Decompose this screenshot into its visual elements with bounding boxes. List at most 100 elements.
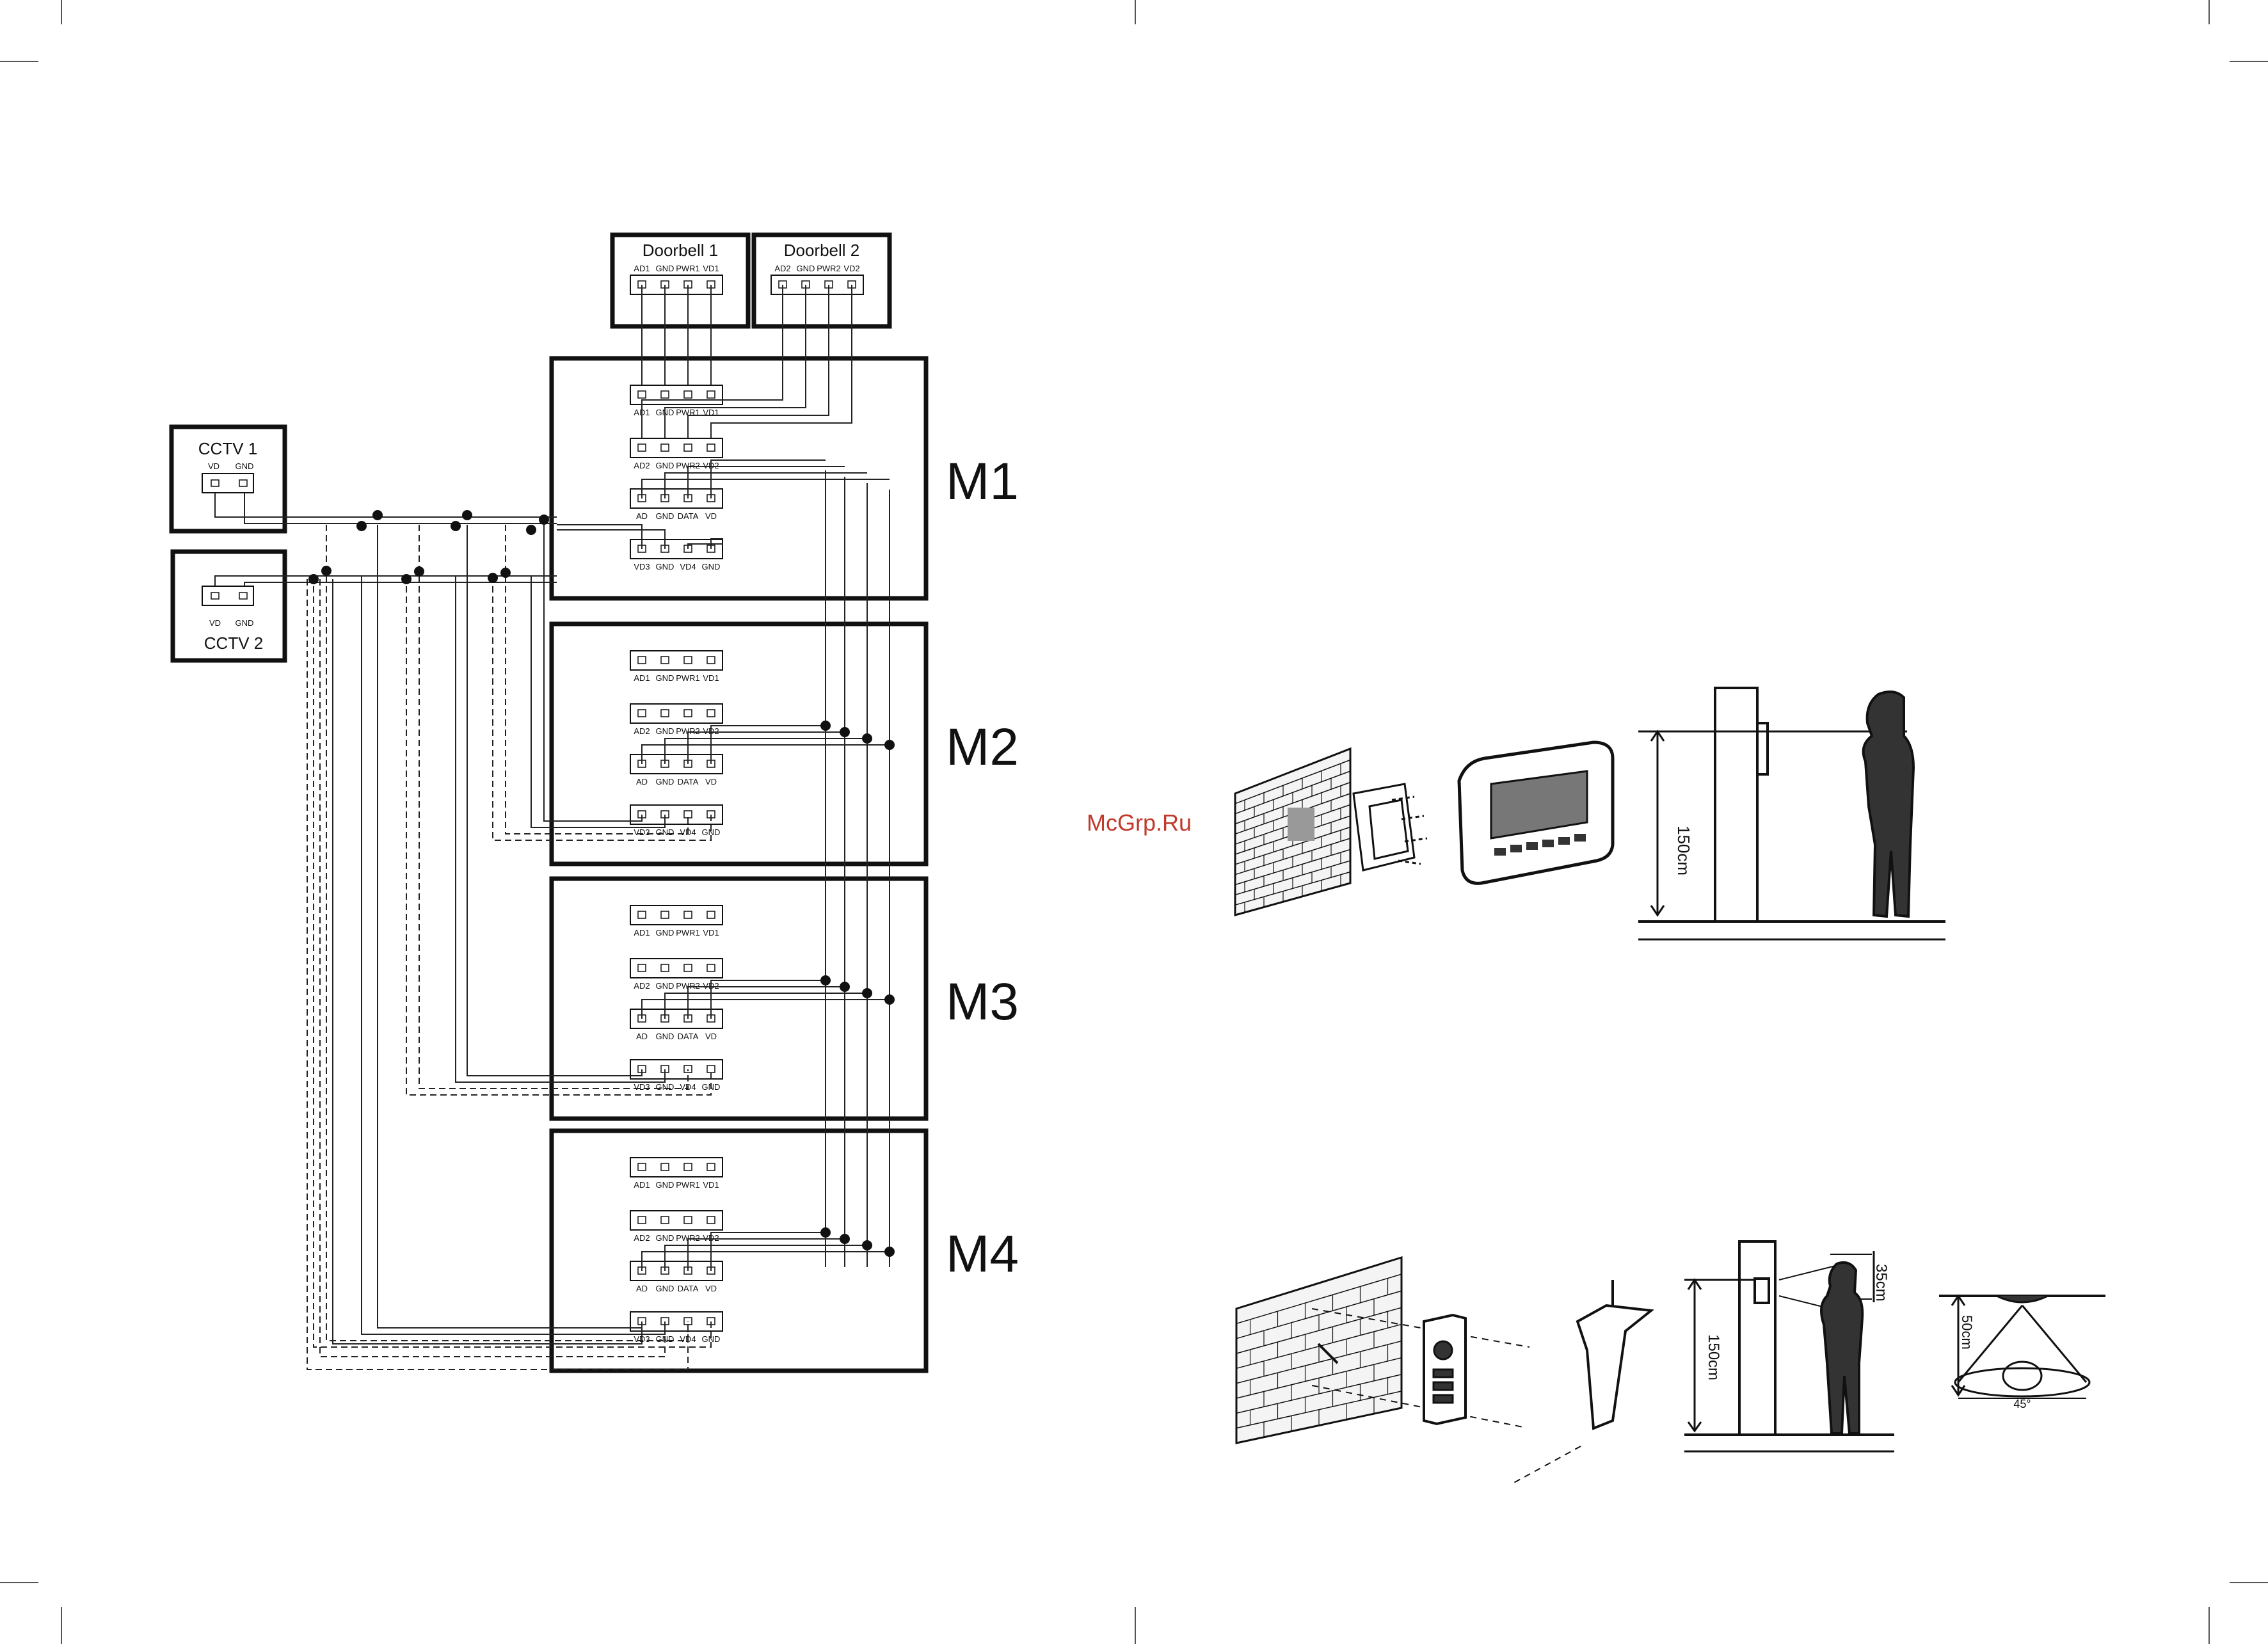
pin-label: AD (636, 1284, 648, 1293)
pin-label: AD1 (634, 264, 650, 273)
cctv-2-pin-label: GND (236, 618, 254, 628)
pin-label: PWR1 (676, 928, 700, 938)
pin-label: GND (797, 264, 815, 273)
pin-label: GND (656, 511, 675, 521)
cctv-1-title: CCTV 1 (198, 439, 257, 458)
door-height-label: 150cm (1705, 1334, 1722, 1380)
pin-label: GND (656, 1233, 675, 1243)
pin-label: AD2 (634, 981, 650, 991)
pin-label: AD1 (634, 673, 650, 683)
pin-label: VD3 (634, 827, 650, 837)
pin-label: VD1 (703, 1180, 719, 1190)
monitor-height-illustration: 150cm (1638, 687, 1945, 941)
pin-label: GND (656, 1284, 675, 1293)
pin-label: GND (656, 562, 675, 571)
pin-label: AD2 (634, 461, 650, 470)
wiring-lines (214, 285, 890, 1370)
watermark: McGrp.Ru (1087, 810, 1192, 836)
cctv-2: VD GND CCTV 2 (170, 549, 287, 663)
pin-label: VD2 (843, 264, 859, 273)
pin-label: DATA (678, 511, 699, 521)
pin-label: GND (656, 928, 675, 938)
pin-label: AD2 (634, 726, 650, 736)
pin-label: DATA (678, 1032, 699, 1041)
pin-label: VD (705, 1032, 717, 1041)
pin-label: GND (656, 1180, 675, 1190)
pin-label: VD (705, 511, 717, 521)
pin-label: VD1 (703, 673, 719, 683)
cctv-1-pin-label: VD (208, 461, 220, 471)
pin-label: GND (656, 827, 675, 837)
pin-label: GND (656, 264, 675, 273)
cctv-1: CCTV 1 VD GND (169, 424, 287, 534)
pin-label: VD (705, 1284, 717, 1293)
pin-label: AD (636, 511, 648, 521)
pin-label: GND (656, 461, 675, 470)
door-top-label: 35cm (1873, 1264, 1890, 1302)
pin-label: VD3 (634, 1082, 650, 1092)
cctv-2-pin-label: VD (209, 618, 221, 628)
pin-label: GND (656, 981, 675, 991)
pin-label: AD2 (774, 264, 790, 273)
pin-label: VD1 (703, 928, 719, 938)
doorbell-2-title: Doorbell 2 (784, 241, 860, 260)
cctv-2-title: CCTV 2 (204, 634, 263, 653)
pin-label: GND (656, 777, 675, 786)
pin-label: VD (705, 777, 717, 786)
doorbell-1-title: Doorbell 1 (643, 241, 719, 260)
sensor-height-label: 50cm (1959, 1315, 1975, 1350)
door-station-height-illustration: 150cm 35cm (1684, 1240, 1894, 1453)
pin-label: PWR2 (676, 461, 700, 470)
pin-label: PWR1 (676, 1180, 700, 1190)
mounting-bracket (1352, 783, 1428, 872)
junction-dots (308, 510, 895, 1257)
pin-label: PWR1 (676, 264, 700, 273)
pin-label: AD (636, 777, 648, 786)
cctv-1-pin-label: GND (236, 461, 254, 471)
sensor-angle-label: 45° (2013, 1398, 2031, 1410)
brick-wall (1234, 747, 1352, 916)
pin-label: GND (702, 562, 721, 571)
pin-label: DATA (678, 1284, 699, 1293)
pin-label: GND (702, 827, 721, 837)
pin-label: AD1 (634, 1180, 650, 1190)
pin-label: PWR1 (676, 673, 700, 683)
pin-label: PWR2 (676, 981, 700, 991)
door-station-unit (1423, 1313, 1467, 1426)
door-station-mount-illustration (1235, 1256, 1655, 1485)
pin-label: AD1 (634, 928, 650, 938)
rain-cover (1576, 1280, 1655, 1430)
monitor-label: M3 (946, 973, 1019, 1031)
pin-label: AD2 (634, 1233, 650, 1243)
monitor-label: M4 (946, 1225, 1019, 1283)
monitor-label: M1 (946, 452, 1019, 511)
pin-label: GND (656, 1082, 675, 1092)
monitor-label: M2 (946, 718, 1019, 776)
monitor-mount-illustration (1234, 740, 1615, 916)
pin-label: GND (656, 1032, 675, 1041)
pin-label: AD (636, 1032, 648, 1041)
pin-label: GND (702, 1334, 721, 1344)
pin-label: PWR2 (676, 1233, 700, 1243)
